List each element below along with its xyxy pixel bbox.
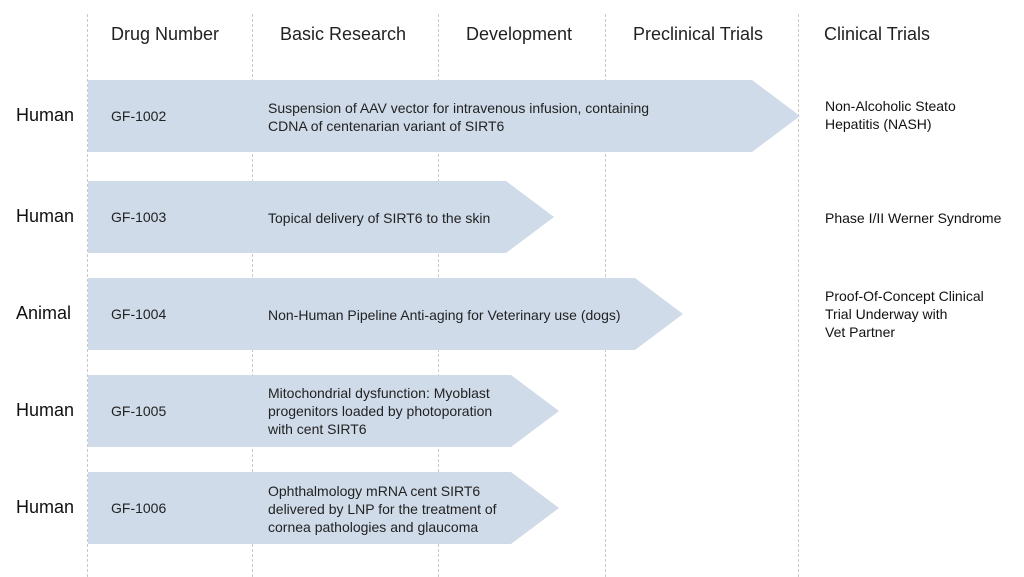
column-divider xyxy=(798,14,799,577)
header-drug-number: Drug Number xyxy=(111,24,220,44)
progress-arrow xyxy=(88,278,683,350)
progress-arrow xyxy=(88,472,559,544)
subject-label: Human xyxy=(16,105,75,125)
clinical-status: Non-Alcoholic Steato Hepatitis (NASH) xyxy=(825,98,956,132)
drug-code: GF-1005 xyxy=(111,403,167,419)
drug-description: Topical delivery of SIRT6 to the skin xyxy=(268,210,491,226)
drug-code: GF-1002 xyxy=(111,108,167,124)
pipeline-row-gf-1006: Human GF-1006 Ophthalmology mRNA cent SI… xyxy=(0,472,1024,544)
clinical-status: Phase I/II Werner Syndrome xyxy=(825,210,1002,226)
drug-description: Non-Human Pipeline Anti-aging for Veteri… xyxy=(268,307,621,323)
drug-description: Suspension of AAV vector for intravenous… xyxy=(268,100,650,134)
header-clinical-trials: Clinical Trials xyxy=(824,24,931,44)
drug-code: GF-1003 xyxy=(111,209,167,225)
header-preclinical-trials: Preclinical Trials xyxy=(633,24,764,44)
progress-arrow xyxy=(88,80,800,152)
subject-label: Animal xyxy=(16,303,72,323)
drug-code: GF-1004 xyxy=(111,306,167,322)
subject-label: Human xyxy=(16,400,75,420)
pipeline-row-gf-1004: Animal GF-1004 Non-Human Pipeline Anti-a… xyxy=(0,278,1024,350)
pipeline-row-gf-1003: Human GF-1003 Topical delivery of SIRT6 … xyxy=(0,181,1024,253)
header-development: Development xyxy=(466,24,573,44)
column-divider xyxy=(87,14,88,577)
progress-arrow xyxy=(88,181,554,253)
drug-description: Ophthalmology mRNA cent SIRT6 delivered … xyxy=(268,483,497,535)
progress-arrow xyxy=(88,375,559,447)
pipeline-row-gf-1002: Human GF-1002 Suspension of AAV vector f… xyxy=(0,80,1024,152)
drug-code: GF-1006 xyxy=(111,500,167,516)
subject-label: Human xyxy=(16,497,75,517)
pipeline-row-gf-1005: Human GF-1005 Mitochondrial dysfunction:… xyxy=(0,375,1024,447)
drug-description: Mitochondrial dysfunction: Myoblast prog… xyxy=(268,385,493,437)
subject-label: Human xyxy=(16,206,75,226)
header-basic-research: Basic Research xyxy=(280,24,407,44)
clinical-status: Proof-Of-Concept Clinical Trial Underway… xyxy=(825,288,984,340)
